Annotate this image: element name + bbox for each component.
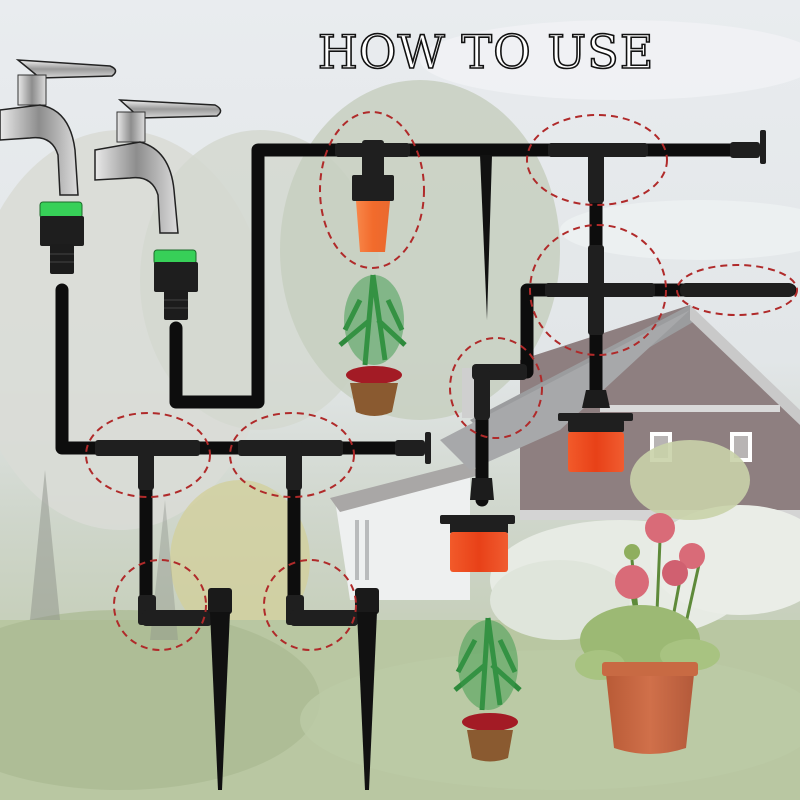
potted-cypress-bottom xyxy=(453,617,522,762)
highlight-rings xyxy=(85,111,798,651)
potted-cypress-top xyxy=(338,274,407,416)
stake-sprayer-1 xyxy=(208,588,232,790)
page-title: HOW TO USE xyxy=(318,25,655,79)
potted-rose-flowers xyxy=(575,513,720,754)
faucet-1 xyxy=(0,59,117,274)
fittings xyxy=(95,130,795,626)
stake-sprayer-2 xyxy=(355,588,379,790)
faucet-2 xyxy=(94,99,222,320)
